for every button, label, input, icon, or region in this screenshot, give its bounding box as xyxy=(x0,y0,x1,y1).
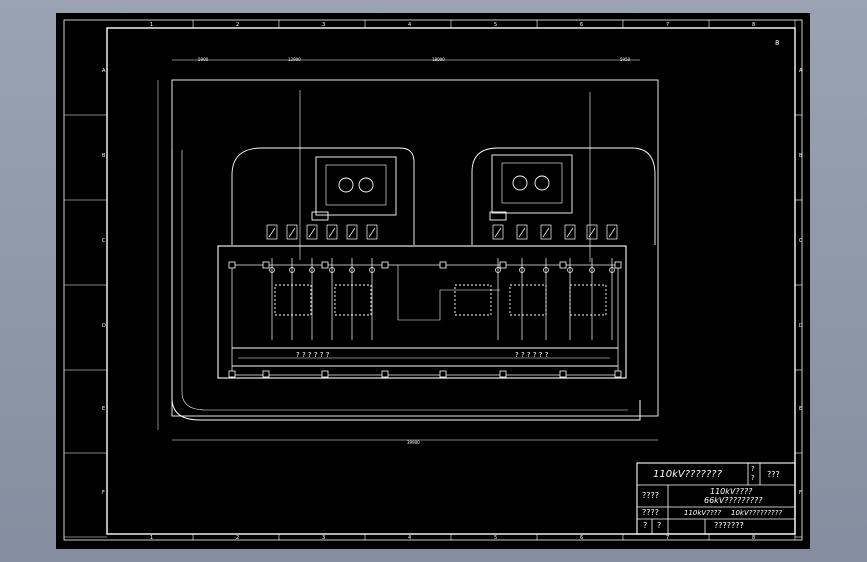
title-row3-right: 10kV????????? xyxy=(731,509,783,517)
title-row4-a: ? xyxy=(643,521,648,530)
site-layout xyxy=(157,59,659,441)
bus-label-right: ? ? ? ? ? ? xyxy=(515,351,549,359)
building-column xyxy=(439,370,447,378)
row-label-left: F xyxy=(102,490,105,496)
top-dimension-4: 5950 xyxy=(620,57,631,62)
building-column xyxy=(614,370,622,378)
column-label-top: 3 xyxy=(322,22,325,28)
bay-equipment xyxy=(346,224,358,340)
sheet-label: 8 xyxy=(775,39,780,47)
bay-equipment xyxy=(516,224,528,340)
building-column xyxy=(499,261,507,269)
column-label-bottom: 3 xyxy=(322,535,325,541)
title-row2-line1: 110kV???? xyxy=(710,487,753,496)
title-row4-b: ? xyxy=(657,521,662,530)
title-row4-right: ??????? xyxy=(714,521,744,530)
top-dimension-2: 12900 xyxy=(288,57,301,62)
bay-equipment xyxy=(326,224,338,340)
row-label-right: A xyxy=(799,68,803,74)
access-road xyxy=(171,150,641,421)
bay-equipment xyxy=(492,224,504,340)
building-column xyxy=(381,370,389,378)
transformer-yard-2 xyxy=(471,147,656,245)
row-label-left: B xyxy=(102,153,106,159)
column-label-top: 1 xyxy=(150,22,153,28)
main-transformer-2 xyxy=(491,154,573,214)
title-block xyxy=(636,462,796,535)
row-label-right: C xyxy=(799,238,803,244)
building-column xyxy=(228,261,236,269)
bay-equipment xyxy=(306,224,318,340)
building-column xyxy=(321,370,329,378)
bay-equipment xyxy=(540,224,552,340)
row-label-left: D xyxy=(102,323,106,329)
bay-equipment xyxy=(586,224,598,340)
top-dimension-3: 18000 xyxy=(432,57,445,62)
row-label-left: C xyxy=(102,238,106,244)
row-label-right: B xyxy=(799,153,803,159)
building-column xyxy=(228,370,236,378)
drawing-background xyxy=(56,13,810,549)
row-label-right: F xyxy=(799,490,802,496)
outer-border xyxy=(63,19,803,541)
title-row2-line2: 66kV????????? xyxy=(704,496,763,505)
column-label-top: 6 xyxy=(580,22,583,28)
column-label-top: 5 xyxy=(494,22,497,28)
title-scale-bottom: ? xyxy=(751,474,755,482)
transformer-yard-1 xyxy=(231,147,415,245)
title-project: 110kV??????? xyxy=(653,469,722,480)
column-label-bottom: 6 xyxy=(580,535,583,541)
building-columns xyxy=(228,261,622,378)
column-label-bottom: 1 xyxy=(150,535,153,541)
building-column xyxy=(262,370,270,378)
column-label-bottom: 5 xyxy=(494,535,497,541)
building-column xyxy=(559,370,567,378)
building-column xyxy=(262,261,270,269)
column-label-top: 2 xyxy=(236,22,239,28)
column-label-bottom: 4 xyxy=(408,535,411,541)
bay-equipment xyxy=(366,224,378,340)
building-column xyxy=(614,261,622,269)
bay-equipment xyxy=(564,224,576,340)
bus-label-left: ? ? ? ? ? ? xyxy=(296,351,330,359)
building-column xyxy=(559,261,567,269)
row-label-left: A xyxy=(102,68,106,74)
column-label-top: 8 xyxy=(752,22,755,28)
column-label-bottom: 2 xyxy=(236,535,239,541)
bottom-dimension: 39900 xyxy=(407,440,420,445)
title-row3-label: ???? xyxy=(642,508,659,517)
building-column xyxy=(499,370,507,378)
column-label-top: 7 xyxy=(666,22,669,28)
row-label-left: E xyxy=(102,406,105,412)
title-sheet-no: ??? xyxy=(767,470,780,479)
main-transformer-1 xyxy=(315,156,397,216)
building-column xyxy=(439,261,447,269)
switchgear-building xyxy=(217,245,627,379)
row-label-right: E xyxy=(799,406,802,412)
grid-ticks xyxy=(64,20,802,540)
bay-equipment xyxy=(286,224,298,340)
building-column xyxy=(381,261,389,269)
title-row3-left: 110kV???? xyxy=(684,509,722,517)
building-column xyxy=(321,261,329,269)
bays xyxy=(266,224,618,340)
bay-equipment xyxy=(606,224,618,340)
column-label-bottom: 8 xyxy=(752,535,755,541)
column-label-top: 4 xyxy=(408,22,411,28)
row-label-right: D xyxy=(799,323,803,329)
top-dimension-1: 5900 xyxy=(198,57,209,62)
title-scale-top: ? xyxy=(751,465,755,473)
bay-equipment xyxy=(266,224,278,340)
column-label-bottom: 7 xyxy=(666,535,669,541)
title-row2-label: ???? xyxy=(642,491,659,500)
